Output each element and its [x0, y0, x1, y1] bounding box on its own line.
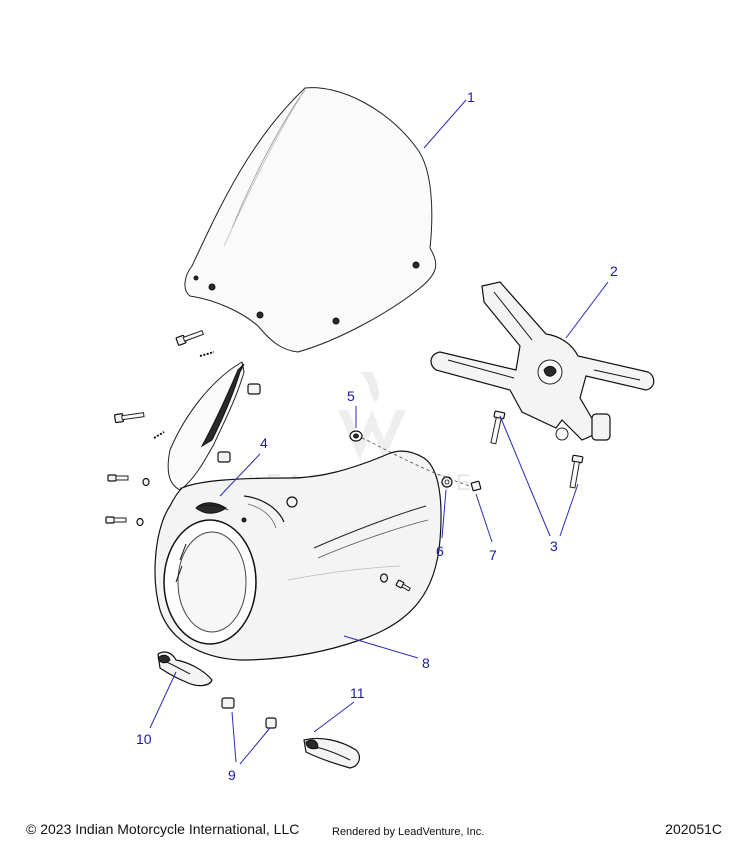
callout-9: 9: [228, 767, 236, 783]
callout-5: 5: [347, 388, 355, 404]
callout-7: 7: [489, 547, 497, 563]
grommet-5: [349, 430, 363, 442]
bolts-3: [490, 410, 584, 489]
fasteners-left: [105, 329, 411, 592]
footer-diagram-code: 202051C: [665, 821, 722, 837]
screws-9: [221, 697, 277, 729]
clamp-10: [157, 651, 213, 687]
callout-labels: 1 2 3 4 5 6 7 8 9 10 11: [136, 89, 618, 783]
callout-4: 4: [260, 435, 268, 451]
callout-11: 11: [350, 685, 365, 701]
washer-6: [441, 476, 453, 488]
footer-copyright: © 2023 Indian Motorcycle International, …: [26, 821, 300, 837]
mount-bracket: [430, 281, 655, 441]
callout-10: 10: [136, 731, 152, 747]
headlight-fairing: [154, 450, 442, 661]
clamp-11: [303, 737, 360, 769]
callout-1: 1: [467, 89, 475, 105]
footer-rendered-by: Rendered by LeadVenture, Inc.: [332, 826, 485, 838]
screw-7: [470, 480, 482, 492]
leader-lines: [149, 99, 609, 765]
callout-8: 8: [422, 655, 430, 671]
callout-2: 2: [610, 263, 618, 279]
callout-3: 3: [550, 538, 558, 554]
callout-6: 6: [436, 543, 444, 559]
windshield: [184, 87, 437, 353]
